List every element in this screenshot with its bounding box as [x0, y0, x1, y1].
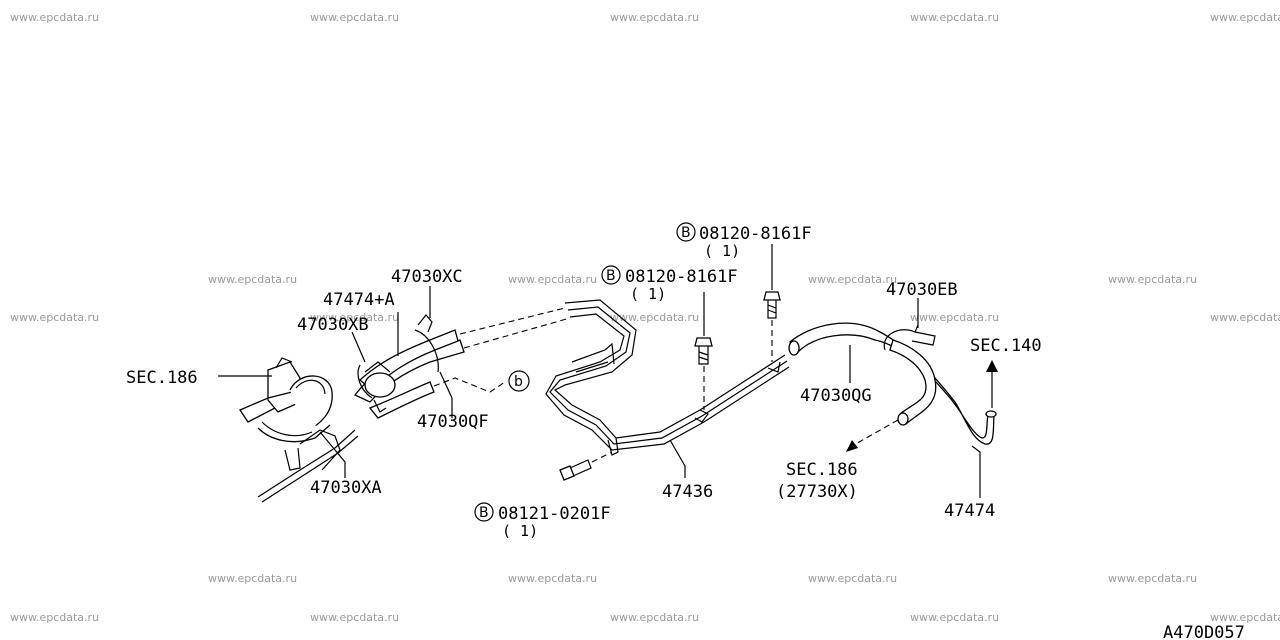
- watermark: www.epcdata.ru: [610, 311, 699, 324]
- label-47030qf: 47030QF: [417, 412, 489, 432]
- label-sec186-right-sub: (27730X): [776, 482, 858, 502]
- bolt3-code: 08121-0201F: [498, 504, 611, 524]
- watermark: www.epcdata.ru: [910, 611, 999, 624]
- bolt-icon: [763, 291, 781, 319]
- watermark: www.epcdata.ru: [1108, 572, 1197, 585]
- watermark: www.epcdata.ru: [910, 11, 999, 24]
- watermarks: www.epcdata.ru www.epcdata.ru www.epcdat…: [10, 11, 1280, 624]
- label-47436: 47436: [662, 482, 713, 502]
- watermark: www.epcdata.ru: [10, 311, 99, 324]
- bolt1-callout: B 08120-8161F ( 1): [676, 222, 812, 260]
- bolt3-qty: ( 1): [502, 522, 538, 540]
- watermark: www.epcdata.ru: [310, 11, 399, 24]
- right-hose-assembly: [788, 322, 998, 452]
- label-47030xa: 47030XA: [310, 478, 382, 498]
- labels: SEC.186 47030XB 47474+A 47030XC 47030QF …: [126, 222, 1245, 640]
- arrow-icon: [846, 440, 858, 452]
- ref-b: b: [508, 370, 530, 392]
- watermark: www.epcdata.ru: [10, 611, 99, 624]
- bolt3-callout: B 08121-0201F ( 1): [474, 502, 611, 540]
- watermark: www.epcdata.ru: [1210, 611, 1280, 624]
- bolt-mark: B: [681, 225, 691, 241]
- label-47474: 47474: [944, 501, 995, 521]
- watermark: www.epcdata.ru: [208, 273, 297, 286]
- label-sec186-right: SEC.186: [786, 460, 858, 480]
- bolt2-callout: B 08120-8161F ( 1): [601, 265, 738, 303]
- watermark: www.epcdata.ru: [610, 611, 699, 624]
- label-47030eb: 47030EB: [886, 280, 958, 300]
- watermark: www.epcdata.ru: [10, 11, 99, 24]
- watermark: www.epcdata.ru: [610, 11, 699, 24]
- bolt1-qty: ( 1): [704, 242, 740, 260]
- label-sec140: SEC.140: [970, 336, 1042, 356]
- watermark: www.epcdata.ru: [508, 273, 597, 286]
- watermark: www.epcdata.ru: [808, 273, 897, 286]
- left-hose-assembly: [239, 307, 571, 503]
- bolt-mark: B: [606, 268, 616, 284]
- watermark: www.epcdata.ru: [310, 311, 399, 324]
- label-sec186-left: SEC.186: [126, 368, 198, 388]
- tube-assembly-47436: [545, 291, 790, 481]
- watermark: www.epcdata.ru: [1108, 273, 1197, 286]
- bolt1-code: 08120-8161F: [699, 224, 812, 244]
- watermark: www.epcdata.ru: [310, 611, 399, 624]
- watermark: www.epcdata.ru: [1210, 11, 1280, 24]
- bolt2-code: 08120-8161F: [625, 267, 738, 287]
- label-47030xc: 47030XC: [391, 267, 463, 287]
- label-47030xb: 47030XB: [297, 315, 369, 335]
- watermark: www.epcdata.ru: [208, 572, 297, 585]
- bolt-icon: [694, 337, 713, 365]
- watermark: www.epcdata.ru: [808, 572, 897, 585]
- bolt-icon: [559, 459, 592, 481]
- ref-b-text: b: [514, 374, 523, 390]
- bolt2-qty: ( 1): [630, 285, 666, 303]
- watermark: www.epcdata.ru: [1210, 311, 1280, 324]
- diagram-code: A470D057: [1163, 623, 1245, 640]
- arrow-up-icon: [986, 360, 998, 372]
- label-47474-a: 47474+A: [323, 290, 395, 310]
- watermark: www.epcdata.ru: [508, 572, 597, 585]
- watermark: www.epcdata.ru: [910, 311, 999, 324]
- leader-lines: [218, 244, 981, 498]
- bolt-mark: B: [479, 505, 489, 521]
- label-47030qg: 47030QG: [800, 386, 872, 406]
